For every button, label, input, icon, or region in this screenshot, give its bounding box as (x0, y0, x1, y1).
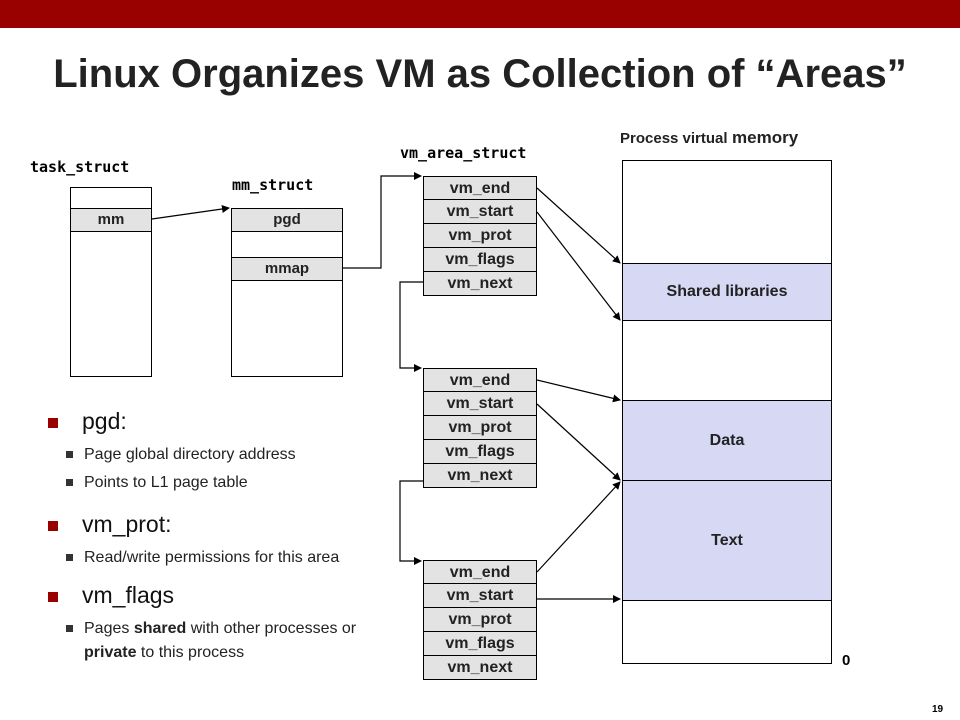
sub-bullet-bold-shared: shared (133, 620, 187, 637)
sub-bullet-bold-private: private (84, 644, 137, 661)
vm-start-field: vm_start (423, 392, 537, 416)
arrow-vm-next-2-to-vm-area-3 (399, 480, 423, 565)
arrow-mmap-to-vm-area-1 (343, 172, 422, 269)
bullet-pgd-head: pgd: (82, 408, 127, 434)
sub-bullet-text-part: to this process (136, 644, 245, 661)
region-text: Text (622, 480, 832, 601)
sub-bullet-square-icon (66, 554, 73, 561)
arrow-vm-area-2-end (536, 379, 621, 403)
vm-next-field: vm_next (423, 656, 537, 680)
bullet-vm-flags: vm_flags (46, 582, 376, 609)
sub-bullet-text: Points to L1 page table (84, 474, 248, 491)
arrow-vm-area-2-start (536, 403, 621, 481)
bullet-vm-prot: vm_prot: (46, 511, 376, 538)
page-number: 19 (932, 704, 944, 715)
vm-start-field: vm_start (423, 200, 537, 224)
mm-struct-mmap-field: mmap (231, 257, 343, 281)
bullet-square-icon (48, 592, 58, 602)
bullet-vm-prot-head: vm_prot: (82, 511, 172, 537)
region-data: Data (622, 400, 832, 481)
sub-bullet-square-icon (66, 451, 73, 458)
vm-start-field: vm_start (423, 584, 537, 608)
sub-bullet: Page global directory address (46, 443, 376, 467)
slide-title: Linux Organizes VM as Collection of “Are… (53, 52, 907, 96)
top-bar (0, 0, 960, 28)
task-struct-label: task_struct (30, 158, 130, 176)
vm-area-struct-label: vm_area_struct (400, 144, 527, 162)
sub-bullet: Points to L1 page table (46, 471, 376, 495)
vm-area-struct-1: vm_end vm_start vm_prot vm_flags vm_next (423, 176, 537, 296)
vm-prot-field: vm_prot (423, 608, 537, 632)
sub-bullet-text-part: with other processes or (186, 620, 357, 637)
sub-bullet-text: Page global directory address (84, 446, 296, 463)
bullet-pgd: pgd: (46, 408, 376, 435)
task-struct-mm-field: mm (70, 208, 152, 232)
sub-bullet-text-part: Pages (84, 620, 134, 637)
vm-area-struct-2: vm_end vm_start vm_prot vm_flags vm_next (423, 368, 537, 488)
process-vm-label-prefix: Process virtual (620, 130, 728, 147)
vm-area-struct-3: vm_end vm_start vm_prot vm_flags vm_next (423, 560, 537, 680)
sub-bullet-text: Read/write permissions for this area (84, 549, 340, 566)
bullet-vm-flags-head: vm_flags (82, 582, 175, 608)
region-shared-libraries: Shared libraries (622, 263, 832, 321)
bullet-square-icon (48, 521, 58, 531)
vm-end-field: vm_end (423, 176, 537, 200)
mm-struct-pgd-field: pgd (231, 208, 343, 232)
vm-prot-field: vm_prot (423, 416, 537, 440)
vm-end-field: vm_end (423, 560, 537, 584)
arrow-vm-area-3-end (536, 481, 621, 573)
sub-bullet: Read/write permissions for this area (46, 546, 376, 570)
vm-end-field: vm_end (423, 368, 537, 392)
vm-flags-field: vm_flags (423, 248, 537, 272)
vm-next-field: vm_next (423, 272, 537, 296)
bullet-square-icon (48, 418, 58, 428)
vm-flags-field: vm_flags (423, 632, 537, 656)
arrow-vm-area-1-end (536, 187, 621, 264)
vm-next-field: vm_next (423, 464, 537, 488)
vm-flags-field: vm_flags (423, 440, 537, 464)
sub-bullet-square-icon (66, 625, 73, 632)
process-vm-label-suffix: memory (732, 128, 799, 147)
sub-bullet: Pages shared with other processes or pri… (46, 617, 376, 665)
mm-struct-label: mm_struct (232, 176, 314, 194)
bullet-list: pgd: Page global directory address Point… (46, 408, 376, 665)
arrow-vm-next-1-to-vm-area-2 (399, 281, 423, 372)
sub-bullet-square-icon (66, 479, 73, 486)
process-vm-label: Process virtual memory (620, 128, 798, 148)
arrow-mm-to-mm-struct (151, 205, 230, 220)
address-zero-label: 0 (842, 652, 851, 669)
vm-prot-field: vm_prot (423, 224, 537, 248)
arrow-vm-area-1-start (536, 211, 621, 321)
